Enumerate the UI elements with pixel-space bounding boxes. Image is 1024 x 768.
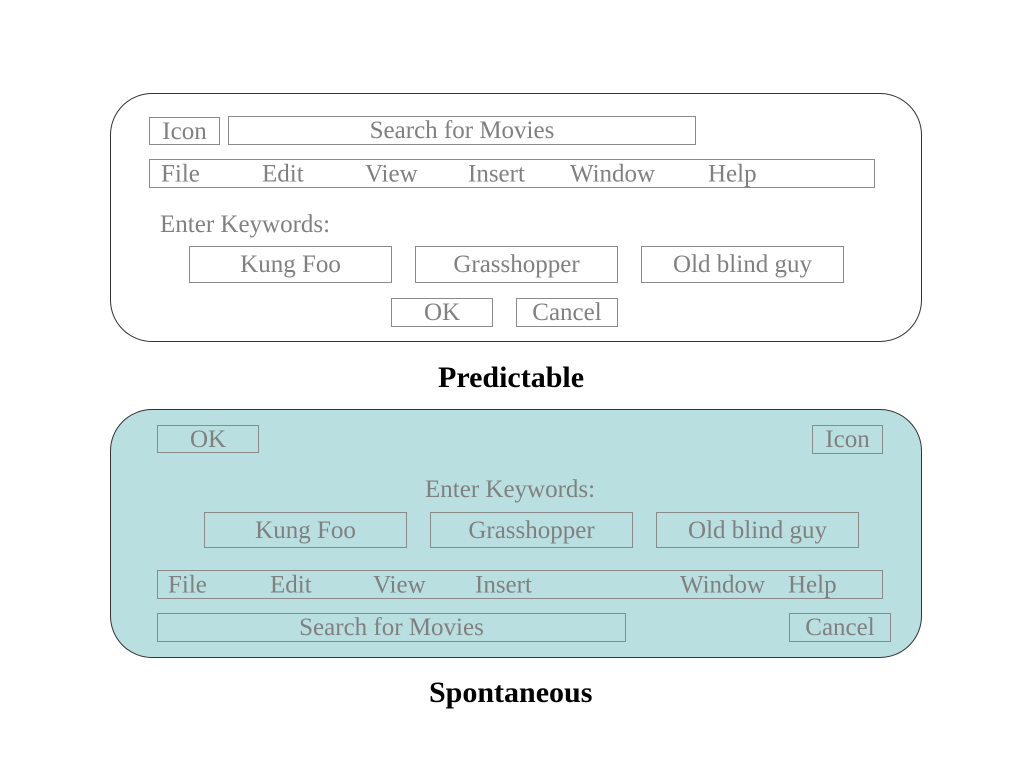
ok-button[interactable]: OK [391,298,493,327]
menu-view[interactable]: View [365,160,418,187]
ok-button[interactable]: OK [157,425,259,453]
menu-edit[interactable]: Edit [262,160,304,187]
keyword-kung-foo[interactable]: Kung Foo [204,512,407,548]
menu-insert[interactable]: Insert [475,571,532,598]
keyword-grasshopper[interactable]: Grasshopper [415,246,618,283]
menu-bar: File Edit View Insert Window Help [157,570,883,599]
icon-placeholder: Icon [812,425,883,454]
menu-help[interactable]: Help [708,160,757,187]
menu-file[interactable]: File [168,571,207,598]
menu-help[interactable]: Help [788,571,837,598]
search-movies-box[interactable]: Search for Movies [228,116,696,145]
icon-placeholder: Icon [149,117,220,145]
keywords-prompt: Enter Keywords: [160,211,331,238]
cancel-button[interactable]: Cancel [516,298,618,327]
keyword-grasshopper[interactable]: Grasshopper [430,512,633,548]
menu-edit[interactable]: Edit [270,571,312,598]
search-movies-box[interactable]: Search for Movies [157,613,626,642]
spontaneous-caption: Spontaneous [429,676,593,709]
menu-insert[interactable]: Insert [468,160,525,187]
predictable-caption: Predictable [438,361,585,394]
menu-bar: File Edit View Insert Window Help [149,159,875,188]
keyword-old-blind-guy[interactable]: Old blind guy [641,246,844,283]
cancel-button[interactable]: Cancel [789,613,891,642]
menu-view[interactable]: View [373,571,426,598]
keyword-old-blind-guy[interactable]: Old blind guy [656,512,859,548]
keyword-kung-foo[interactable]: Kung Foo [189,246,392,283]
menu-file[interactable]: File [161,160,200,187]
spontaneous-panel [110,409,922,658]
menu-window[interactable]: Window [680,571,766,598]
keywords-prompt: Enter Keywords: [425,476,596,503]
menu-window[interactable]: Window [570,160,656,187]
